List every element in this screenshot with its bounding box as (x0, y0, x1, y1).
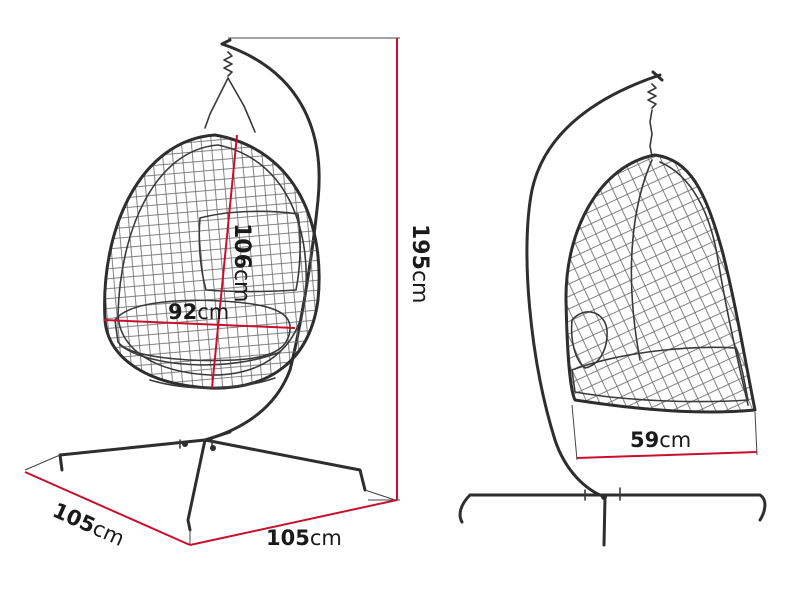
label-height-unit: cm (407, 269, 432, 304)
dim-line-base-depth (24, 471, 191, 546)
spring-side (647, 83, 657, 109)
label-seat-depth-value: 59 (630, 428, 660, 452)
chain-side (649, 109, 653, 157)
label-base-width-value: 105 (266, 526, 310, 550)
label-base-width: 105cm (266, 528, 342, 549)
chain-front (204, 77, 256, 133)
dim-line-egg-width (103, 319, 296, 329)
label-height-value: 195 (407, 224, 432, 270)
side-view (458, 70, 767, 547)
back-pillow-front (198, 210, 301, 293)
egg-shell-side (564, 153, 757, 414)
dimension-lines (24, 37, 758, 546)
label-egg-height-unit: cm (229, 268, 254, 303)
dim-line-base-width (189, 499, 398, 546)
label-egg-width-unit: cm (197, 300, 230, 324)
seat-cushion-side (571, 346, 749, 403)
label-base-width-unit: cm (309, 526, 342, 550)
seat-cushion-front (114, 299, 291, 362)
front-view (58, 38, 367, 532)
label-seat-depth: 59cm (630, 430, 691, 451)
stand-arc-side (525, 73, 662, 499)
dim-line-egg-height (211, 134, 238, 389)
dim-line-seat-depth (576, 451, 758, 459)
label-seat-depth-unit: cm (659, 428, 692, 452)
spring-front (223, 51, 233, 77)
label-egg-height: 106cm (229, 223, 254, 303)
label-height: 195cm (407, 224, 432, 304)
label-egg-width: 92cm (168, 302, 229, 323)
label-egg-width-value: 92 (168, 300, 198, 324)
base-side (458, 493, 767, 547)
label-egg-height-value: 106 (229, 223, 254, 269)
